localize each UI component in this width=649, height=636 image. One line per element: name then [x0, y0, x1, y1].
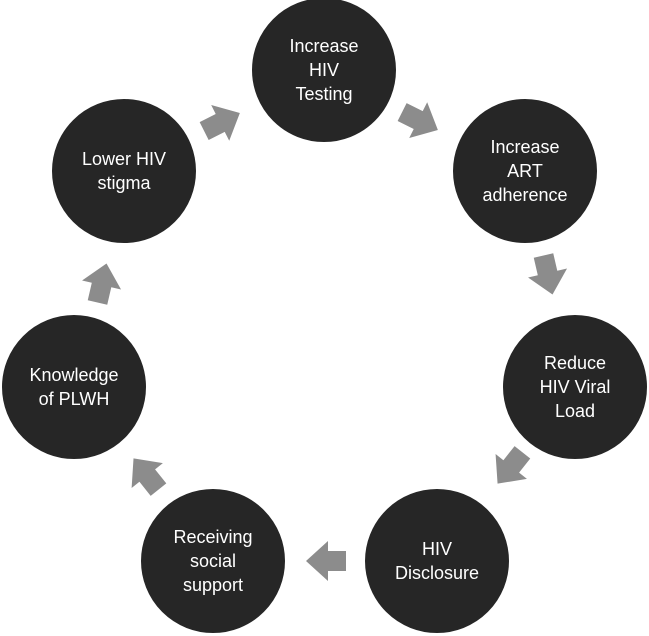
flow-arrow-viral-to-disclosure: [495, 446, 531, 484]
node-label-line: Receiving: [173, 527, 253, 547]
node-label-line: Increase: [490, 137, 560, 157]
node-label-disclosure: HIV Disclosure: [372, 537, 502, 585]
node-label-knowledge: Knowledge of PLWH: [9, 363, 139, 411]
node-label-support: Receiving social support: [148, 525, 278, 597]
node-circle-support: [139, 487, 287, 635]
flow-arrow-testing-to-art: [397, 102, 438, 138]
node-label-line: HIV: [308, 60, 339, 80]
node-label-line: Lower HIV: [81, 149, 167, 169]
node-label-line: Reduce: [543, 353, 607, 373]
node-circle-stigma: [50, 97, 198, 245]
flow-arrow-support-to-knowledge: [131, 458, 167, 496]
node-label-line: stigma: [97, 173, 151, 193]
node-label-line: support: [182, 575, 244, 595]
flow-arrow-disclosure-to-support: [306, 541, 346, 581]
node-label-line: Testing: [295, 84, 353, 104]
node-circle-viral: [501, 313, 649, 461]
node-label-line: of PLWH: [38, 389, 110, 409]
node-label-line: Increase: [289, 36, 359, 56]
node-label-line: HIV Viral: [539, 377, 611, 397]
flow-arrow-art-to-viral: [528, 253, 568, 295]
node-circle-knowledge: [0, 313, 148, 461]
node-label-line: Knowledge: [29, 365, 119, 385]
node-circle-art: [451, 97, 599, 245]
node-circle-disclosure: [363, 487, 511, 635]
flow-arrow-stigma-to-testing: [199, 105, 240, 141]
node-label-line: social: [189, 551, 237, 571]
node-label-line: adherence: [482, 185, 568, 205]
node-label-line: ART: [507, 161, 543, 181]
node-label-line: Load: [554, 401, 596, 421]
node-label-stigma: Lower HIV stigma: [59, 147, 189, 195]
node-label-line: HIV: [421, 539, 452, 559]
node-label-line: Disclosure: [394, 563, 480, 583]
node-circle-testing: [250, 0, 398, 144]
flow-arrow-knowledge-to-stigma: [82, 263, 122, 305]
arrows-layer: [82, 102, 568, 581]
